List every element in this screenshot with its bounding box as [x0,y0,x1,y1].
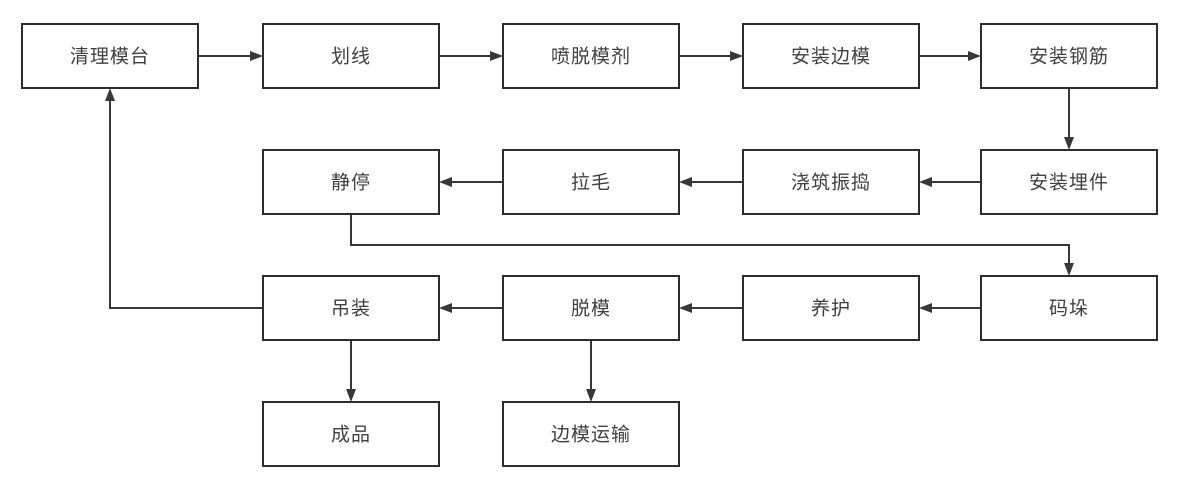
arrowhead-icon [679,177,692,187]
arrowhead-icon [730,51,743,61]
node-label: 脱模 [571,298,611,320]
connector-line [109,101,263,309]
edge-demolding-to-side-mold-transport [586,340,596,402]
node-label: 养护 [811,298,851,320]
arrowhead-icon [679,303,692,313]
edge-spray-release-agent-to-install-side-mold [679,51,743,61]
arrowhead-icon [439,303,452,313]
node-install-embeds[interactable]: 安装埋件 [980,149,1158,215]
node-label: 码垛 [1049,298,1089,320]
node-marking[interactable]: 划线 [262,23,440,89]
node-install-rebar[interactable]: 安装钢筋 [980,23,1158,89]
node-demolding[interactable]: 脱模 [502,275,680,341]
node-box[interactable] [262,23,440,89]
node-curing[interactable]: 养护 [742,275,920,341]
node-box[interactable] [980,275,1158,341]
edge-marking-to-spray-release-agent [439,51,503,61]
edge-hoisting-to-clean-mold-table [105,88,263,309]
node-stacking[interactable]: 码垛 [980,275,1158,341]
arrowhead-icon [1064,137,1074,150]
edge-static-rest-to-stacking [350,214,1074,276]
node-label: 安装钢筋 [1029,46,1109,68]
node-label: 边模运输 [551,424,631,446]
node-box[interactable] [980,149,1158,215]
arrowhead-icon [968,51,981,61]
node-box[interactable] [21,23,199,89]
edge-install-rebar-to-install-embeds [1064,88,1074,150]
node-box[interactable] [980,23,1158,89]
node-finished-product[interactable]: 成品 [262,401,440,467]
node-label: 吊装 [331,298,371,320]
node-box[interactable] [502,275,680,341]
node-side-mold-transport[interactable]: 边模运输 [502,401,680,467]
node-install-side-mold[interactable]: 安装边模 [742,23,920,89]
node-box[interactable] [742,275,920,341]
node-roughening[interactable]: 拉毛 [502,149,680,215]
node-spray-release-agent[interactable]: 喷脱模剂 [502,23,680,89]
node-label: 浇筑振捣 [791,172,871,194]
edge-roughening-to-static-rest [439,177,503,187]
node-box[interactable] [262,149,440,215]
edge-stacking-to-curing [919,303,981,313]
edge-demolding-to-hoisting [439,303,503,313]
edge-curing-to-demolding [679,303,743,313]
arrowhead-icon [586,389,596,402]
node-label: 静停 [331,172,371,194]
node-hoisting[interactable]: 吊装 [262,275,440,341]
arrowhead-icon [490,51,503,61]
node-label: 安装边模 [791,46,871,68]
edge-hoisting-to-finished-product [346,340,356,402]
node-box[interactable] [262,275,440,341]
edge-install-side-mold-to-install-rebar [919,51,981,61]
arrowhead-icon [919,303,932,313]
node-box[interactable] [502,401,680,467]
arrowhead-icon [105,88,115,101]
edge-pour-vibrate-to-roughening [679,177,743,187]
node-label: 成品 [331,424,371,446]
node-box[interactable] [742,23,920,89]
arrowhead-icon [250,51,263,61]
node-label: 清理模台 [70,46,150,68]
node-label: 安装埋件 [1029,172,1109,194]
arrowhead-icon [346,389,356,402]
node-clean-mold-table[interactable]: 清理模台 [21,23,199,89]
edge-install-embeds-to-pour-vibrate [919,177,981,187]
node-static-rest[interactable]: 静停 [262,149,440,215]
node-pour-vibrate[interactable]: 浇筑振捣 [742,149,920,215]
node-box[interactable] [502,149,680,215]
node-label: 拉毛 [571,172,611,194]
arrowhead-icon [439,177,452,187]
node-label: 喷脱模剂 [551,46,631,68]
node-box[interactable] [262,401,440,467]
arrowhead-icon [919,177,932,187]
connector-line [350,214,1070,263]
node-box[interactable] [742,149,920,215]
node-label: 划线 [331,46,371,68]
node-box[interactable] [502,23,680,89]
arrowhead-icon [1064,263,1074,276]
edge-clean-mold-table-to-marking [198,51,263,61]
